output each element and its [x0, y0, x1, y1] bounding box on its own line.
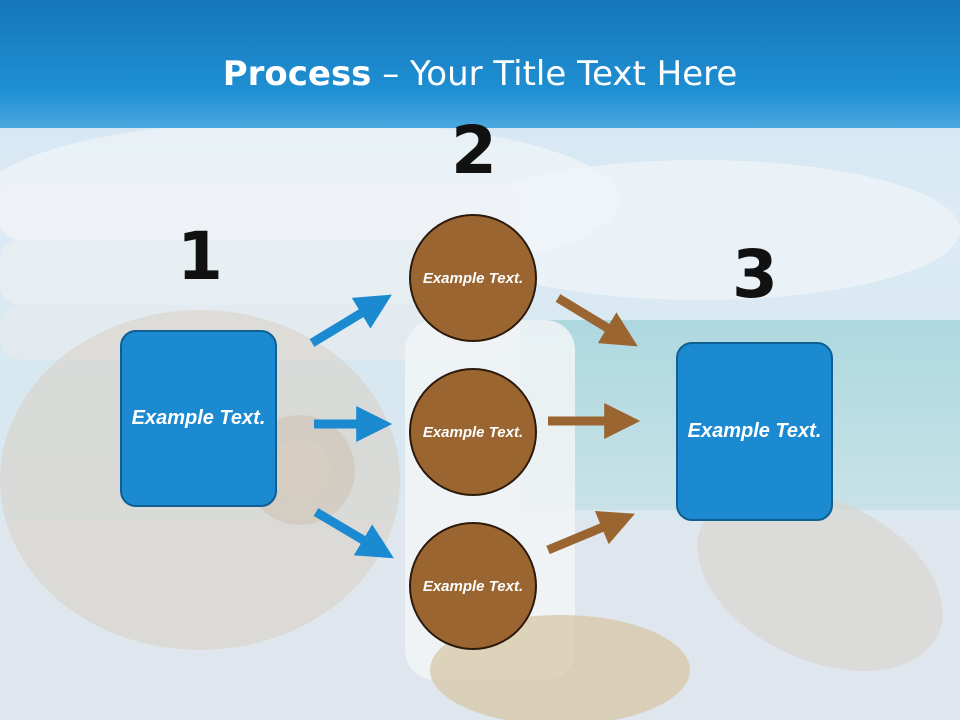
title-bold: Process: [222, 54, 372, 94]
slide-title: Process – Your Title Text Here: [0, 52, 960, 96]
circle-bottom-text: Example Text.: [422, 577, 524, 595]
arrow-bottom-to-right: [546, 511, 635, 555]
step-number-3: 3: [732, 236, 778, 313]
step-number-1: 1: [177, 218, 223, 295]
circle-top: Example Text.: [409, 214, 537, 342]
arrow-left-to-top: [309, 294, 392, 347]
step-number-2: 2: [451, 112, 497, 189]
circle-middle: Example Text.: [409, 368, 537, 496]
title-text: – Your Title Text Here: [371, 54, 738, 94]
circle-top-text: Example Text.: [422, 269, 524, 287]
right-step-box: Example Text.: [676, 342, 833, 521]
left-step-box: Example Text.: [120, 330, 277, 507]
circle-middle-text: Example Text.: [422, 423, 524, 441]
right-box-text: Example Text.: [687, 420, 822, 442]
left-box-text: Example Text.: [131, 407, 266, 429]
arrow-left-to-bottom: [313, 508, 394, 559]
circle-bottom: Example Text.: [409, 522, 537, 650]
title-bar: [0, 0, 960, 128]
arrow-top-to-right: [555, 294, 638, 347]
